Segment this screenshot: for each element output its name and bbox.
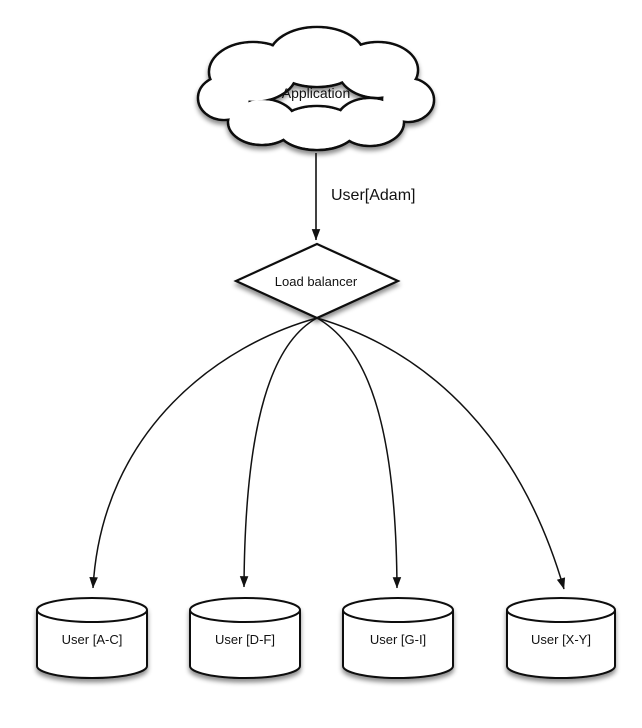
application-node: [196, 25, 436, 152]
lb-to-db-xy-arrow: [316, 317, 566, 590]
lb-to-db-ac-arrow: [89, 317, 318, 589]
app-to-loadbalancer-edge-label: User[Adam]: [331, 187, 415, 204]
load-balancer-label: Load balancer: [275, 274, 358, 289]
database-node-ac: [36, 597, 148, 679]
database-node-xy: [506, 597, 616, 679]
database-label-df: User [D-F]: [215, 632, 275, 647]
application-label: Application: [282, 85, 351, 101]
database-label-xy: User [X-Y]: [531, 632, 591, 647]
database-node-df: [189, 597, 301, 679]
database-node-gi: [342, 597, 454, 679]
lb-to-db-gi-arrow: [316, 317, 402, 589]
database-label-gi: User [G-I]: [370, 632, 426, 647]
database-label-ac: User [A-C]: [62, 632, 123, 647]
lb-to-db-df-arrow: [239, 317, 318, 588]
